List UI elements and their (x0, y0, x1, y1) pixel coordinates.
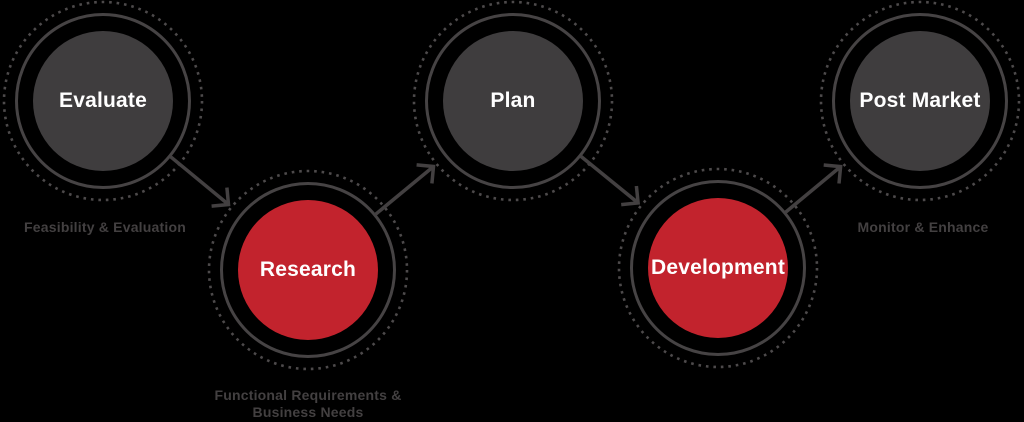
solid-ring-research (220, 182, 396, 358)
node-evaluate: Evaluate (33, 31, 173, 171)
dotted-ring-research (207, 169, 409, 371)
node-development: Development (648, 198, 788, 338)
solid-ring-post-market (832, 13, 1008, 189)
dotted-ring-development (617, 167, 819, 369)
solid-ring-plan (425, 13, 601, 189)
dotted-ring-plan (412, 0, 614, 202)
node-post-market: Post Market (850, 31, 990, 171)
solid-ring-evaluate (15, 13, 191, 189)
node-research-label: Research (259, 258, 357, 281)
arrow-research-to-plan (373, 163, 436, 217)
solid-ring-development (630, 180, 806, 356)
node-plan: Plan (443, 31, 583, 171)
node-post-market-label: Post Market (859, 89, 981, 112)
node-evaluate-label: Evaluate (59, 89, 147, 112)
sublabel-post-market: Monitor & Enhance (857, 219, 989, 235)
arrow-development-to-post-market (783, 163, 843, 214)
sublabel-evaluate: Feasibility & Evaluation (24, 219, 186, 235)
arrow-plan-to-development (579, 154, 641, 207)
node-plan-label: Plan (490, 89, 536, 112)
dotted-ring-post-market (819, 0, 1021, 202)
dotted-ring-evaluate (2, 0, 204, 202)
arrow-evaluate-to-research (168, 154, 231, 208)
node-development-label: Development (650, 256, 786, 279)
node-research: Research (238, 200, 378, 340)
sublabel-research: Functional Requirements & Business Needs (214, 387, 402, 420)
